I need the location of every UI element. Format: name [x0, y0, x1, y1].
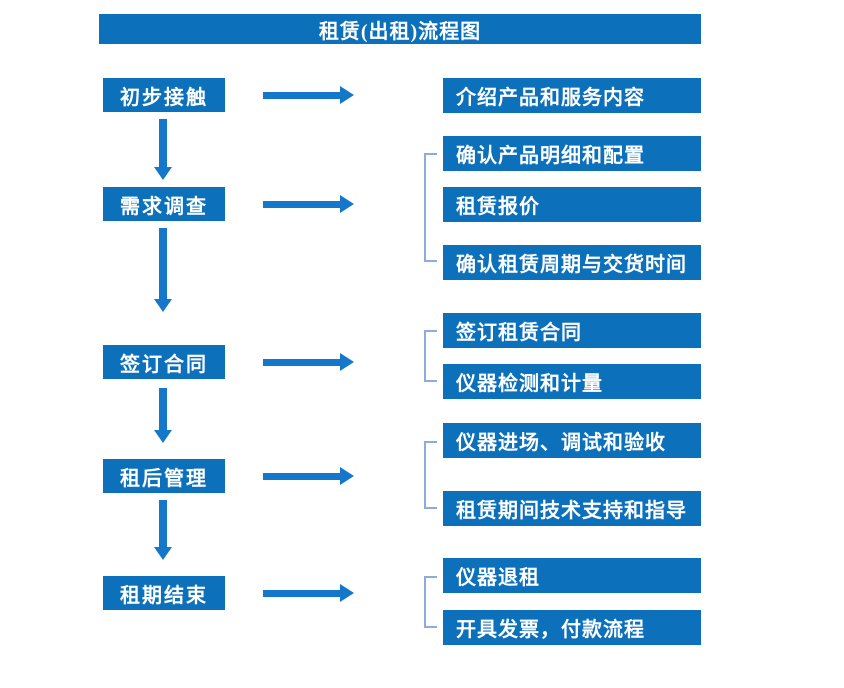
bracket-post-rental-group [424, 441, 437, 509]
output-box-rental-quotation: 租赁报价 [443, 187, 701, 222]
arrow-down-2-shaft [159, 228, 167, 299]
output-box-invoice-payment: 开具发票，付款流程 [443, 610, 701, 645]
output-box-sign-rental-contract: 签订租赁合同 [443, 313, 701, 348]
arrow-right-3-icon [340, 353, 354, 371]
output-box-instrument-return: 仪器退租 [443, 558, 701, 593]
arrow-right-5-shaft [263, 590, 340, 597]
step-box-sign-contract: 签订合同 [103, 345, 225, 379]
arrow-right-4-shaft [263, 473, 340, 480]
output-box-rental-tech-support: 租赁期间技术支持和指导 [443, 491, 701, 526]
arrow-right-1-shaft [263, 92, 340, 99]
arrow-down-2-icon [154, 299, 172, 312]
arrow-down-3-shaft [159, 388, 167, 430]
arrow-down-3-icon [154, 430, 172, 443]
arrow-right-4-icon [340, 467, 354, 485]
output-box-confirm-rental-period: 确认租赁周期与交货时间 [443, 245, 701, 280]
arrow-right-2-icon [340, 195, 354, 213]
bracket-demand-survey-group [424, 153, 437, 262]
step-box-initial-contact: 初步接触 [103, 78, 225, 112]
step-box-demand-survey: 需求调查 [103, 187, 225, 221]
arrow-down-4-icon [154, 547, 172, 560]
output-box-confirm-product-details: 确认产品明细和配置 [443, 136, 701, 171]
arrow-right-1-icon [340, 86, 354, 104]
output-box-intro-products-services: 介绍产品和服务内容 [443, 78, 701, 113]
arrow-right-3-shaft [263, 359, 340, 366]
arrow-right-5-icon [340, 584, 354, 602]
step-box-post-rental-management: 租后管理 [103, 459, 225, 493]
arrow-down-1-shaft [159, 119, 167, 167]
output-box-instrument-setup-acceptance: 仪器进场、调试和验收 [443, 423, 701, 458]
output-box-instrument-inspection: 仪器检测和计量 [443, 364, 701, 399]
bracket-rental-end-group [424, 576, 437, 628]
arrow-down-1-icon [154, 167, 172, 180]
arrow-down-4-shaft [159, 500, 167, 547]
arrow-right-2-shaft [263, 201, 340, 208]
bracket-sign-contract-group [424, 330, 437, 382]
flowchart-title: 租赁(出租)流程图 [99, 14, 701, 44]
step-box-rental-end: 租期结束 [103, 576, 225, 610]
